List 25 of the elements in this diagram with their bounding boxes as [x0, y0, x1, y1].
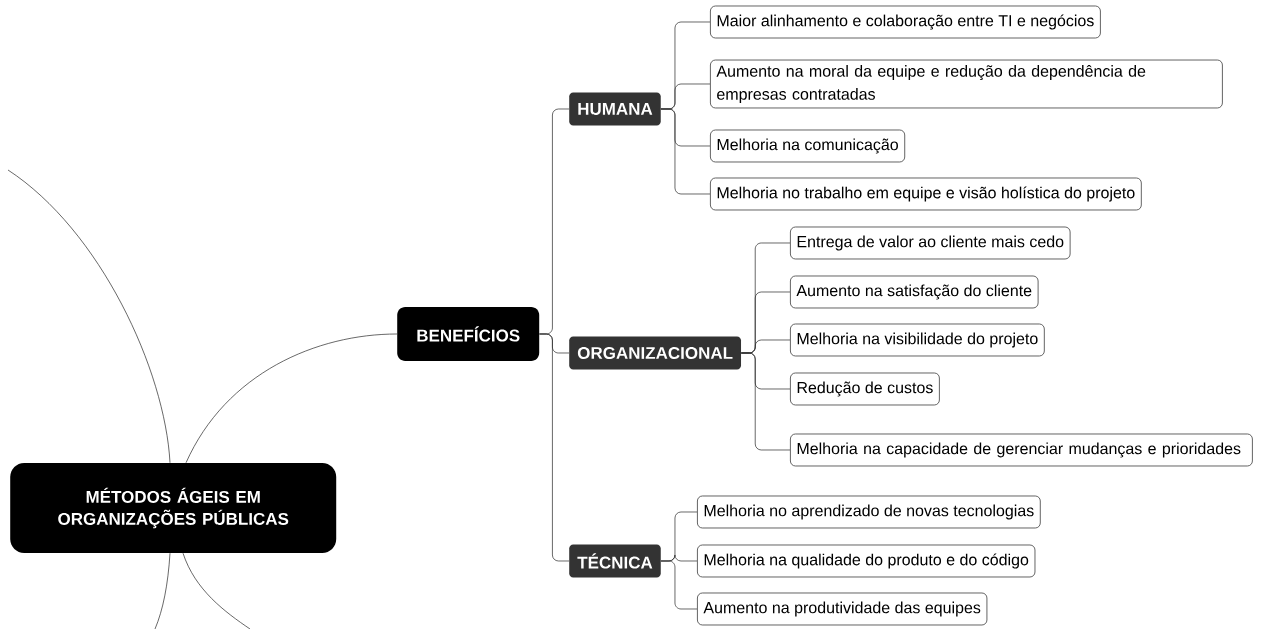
- connector-line: [154, 552, 171, 629]
- item-box: Aumento na satisfação do cliente: [790, 275, 1039, 309]
- item-box: Melhoria no aprendizado de novas tecnologias: [697, 495, 1041, 529]
- main-branch-box: BENEFÍCIOS: [397, 307, 540, 361]
- connector-line: [539, 333, 570, 562]
- item-box: Melhoria na visibilidade do projeto: [790, 323, 1045, 357]
- category-box: ORGANIZACIONAL: [569, 336, 742, 370]
- connector-line: [740, 352, 791, 451]
- item-box: Melhoria no trabalho em equipe e visão holística do projeto: [710, 177, 1142, 211]
- category-box: TÉCNICA: [569, 544, 661, 578]
- item-box: Melhoria na comunicação: [710, 129, 906, 163]
- connector-line: [7, 169, 171, 464]
- connector-line: [185, 333, 398, 464]
- item-box: Entrega de valor ao cliente mais cedo: [790, 226, 1071, 260]
- item-box: Melhoria na qualidade do produto e do código: [697, 544, 1036, 578]
- item-box: Maior alinhamento e colaboração entre TI e negócios: [710, 5, 1101, 39]
- item-box: Redução de custos: [790, 372, 940, 406]
- connector-line: [660, 108, 711, 195]
- item-box: Aumento na produtividade das equipes: [697, 592, 988, 626]
- connector-line: [182, 552, 251, 629]
- item-box: Aumento na moral da equipe e redução da dependência de empresas contratadas: [710, 59, 1223, 109]
- topic-box: MÉTODOS ÁGEIS EM ORGANIZAÇÕES PÚBLICAS: [10, 463, 337, 553]
- category-box: HUMANA: [569, 92, 661, 126]
- connector-line: [660, 560, 698, 610]
- item-box: Melhoria na capacidade de gerenciar mudanças e prioridades: [790, 433, 1253, 467]
